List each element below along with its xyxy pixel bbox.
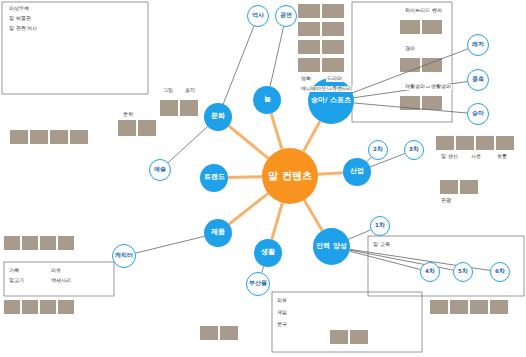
connector-line bbox=[168, 126, 208, 162]
item-label: 말 관련 역사 bbox=[8, 26, 38, 32]
item-label: 영화 bbox=[300, 76, 312, 82]
node-label: 승마/ 스포츠 bbox=[311, 97, 351, 104]
node-label: 캐릭터 bbox=[115, 253, 133, 259]
subcategory-circle: 부산물 bbox=[246, 272, 270, 296]
node-label: 생활 bbox=[261, 249, 275, 256]
node-label: 인력 양성 bbox=[316, 243, 346, 250]
item-label: 말고기 bbox=[8, 278, 25, 284]
node-label: 산업 bbox=[350, 168, 364, 175]
item-label: 관광 bbox=[440, 198, 452, 204]
center-circle: 말 컨텐츠 bbox=[262, 148, 318, 204]
item-label: 문학 bbox=[122, 112, 134, 118]
connector-line bbox=[304, 200, 322, 231]
node-label: 5차 bbox=[458, 269, 468, 275]
node-label: 4차 bbox=[425, 269, 435, 275]
node-label: 1차 bbox=[375, 223, 385, 229]
connector-line bbox=[353, 49, 468, 93]
subcategory-circle: 종축 bbox=[467, 69, 489, 91]
connector-line bbox=[229, 193, 268, 224]
node-label: 문화 bbox=[211, 113, 225, 120]
category-circle: 산업 bbox=[343, 158, 371, 186]
item-label: 게임 bbox=[276, 310, 288, 316]
category-circle: 인력 양성 bbox=[313, 228, 350, 265]
item-label: 가죽 bbox=[8, 268, 20, 274]
item-label: 말 생산 bbox=[440, 154, 459, 160]
connector-line bbox=[270, 27, 284, 87]
node-label: 제품 bbox=[211, 229, 225, 236]
connector-line bbox=[271, 113, 282, 149]
item-label: 그림 bbox=[162, 88, 174, 94]
item-label: 하이브리드 벤처 bbox=[404, 8, 443, 14]
node-label: 2차 bbox=[373, 147, 383, 153]
category-circle: 승마/ 스포츠 bbox=[308, 78, 354, 124]
node-label: 부산물 bbox=[249, 281, 267, 287]
subcategory-circle: 5차 bbox=[453, 262, 473, 282]
connector-line bbox=[349, 251, 420, 269]
node-label: 레저 bbox=[472, 42, 484, 48]
item-label: 문구 bbox=[276, 322, 288, 328]
item-label: 경마 bbox=[404, 46, 416, 52]
node-label: 공연 bbox=[280, 13, 292, 19]
subcategory-circle: 승마 bbox=[467, 103, 489, 125]
connector-line bbox=[262, 266, 264, 272]
subcategory-circle: 예술 bbox=[149, 159, 171, 181]
subcategory-circle: 공연 bbox=[275, 5, 297, 27]
connector-line bbox=[318, 173, 343, 175]
subcategory-circle: 레저 bbox=[467, 34, 489, 56]
category-circle: 문화 bbox=[204, 103, 232, 131]
subcategory-circle: 1차 bbox=[370, 216, 390, 236]
subcategory-circle: 4차 bbox=[420, 262, 440, 282]
category-circle: 생활 bbox=[254, 239, 282, 267]
item-label: 생활승마 bbox=[430, 84, 452, 90]
item-label: 드라마 bbox=[326, 76, 343, 82]
connector-line bbox=[303, 121, 320, 151]
node-label: 3차 bbox=[409, 147, 419, 153]
node-label: 예술 bbox=[154, 167, 166, 173]
node-label: 놀 bbox=[264, 96, 271, 103]
subcategory-circle: 6차 bbox=[490, 262, 510, 282]
category-circle: 제품 bbox=[204, 219, 232, 247]
connector-line bbox=[223, 26, 254, 104]
item-label: 마유 bbox=[50, 268, 62, 274]
subcategory-circle: 역사 bbox=[247, 5, 269, 27]
node-label: 역사 bbox=[252, 13, 264, 19]
category-circle: 놀 bbox=[253, 86, 281, 114]
connector-line bbox=[228, 175, 262, 179]
item-label: 사료 bbox=[470, 154, 482, 160]
item-label: 재활승마 bbox=[404, 84, 426, 90]
item-label: 액세서리 bbox=[50, 278, 72, 284]
subcategory-circle: 캐릭터 bbox=[112, 244, 136, 268]
connector-line bbox=[272, 203, 283, 240]
node-label: 트렌드 bbox=[204, 174, 225, 181]
item-label: 말 교육 bbox=[372, 242, 391, 248]
node-label: 6차 bbox=[495, 269, 505, 275]
item-label: 말 박물관 bbox=[8, 16, 32, 22]
node-label: 승마 bbox=[472, 111, 484, 117]
connector-line bbox=[136, 236, 205, 253]
connector-line bbox=[354, 103, 467, 113]
item-label: 의류 bbox=[276, 298, 288, 304]
node-label: 말 컨텐츠 bbox=[268, 171, 311, 182]
item-label: 다큐멘터리 bbox=[326, 86, 353, 92]
node-label: 종축 bbox=[472, 77, 484, 83]
item-label: 마상무예 bbox=[8, 6, 30, 12]
item-label: 애니메이션 bbox=[300, 86, 327, 92]
connector-line bbox=[229, 126, 268, 158]
item-label: 유통 bbox=[496, 154, 508, 160]
connector-line bbox=[349, 230, 371, 239]
connector-line bbox=[367, 157, 371, 162]
category-circle: 트렌드 bbox=[200, 164, 228, 192]
connector-line bbox=[354, 82, 467, 98]
subcategory-circle: 3차 bbox=[404, 140, 424, 160]
subcategory-circle: 2차 bbox=[368, 140, 388, 160]
item-label: 조각 bbox=[184, 88, 196, 94]
